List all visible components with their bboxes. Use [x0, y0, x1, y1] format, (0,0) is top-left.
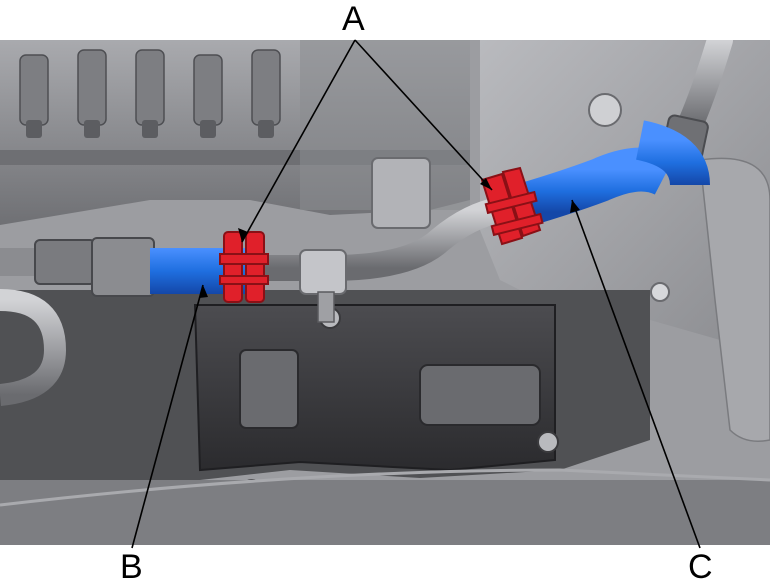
- callout-a: A: [342, 0, 365, 38]
- hose-c-bend: [635, 120, 710, 187]
- leader-b: [131, 284, 204, 549]
- callout-b: B: [120, 548, 143, 586]
- electrical-connector: [371, 157, 431, 229]
- floor-panel: [0, 480, 770, 545]
- arrowhead-c: [570, 200, 580, 213]
- left-bent-pipe: [0, 289, 67, 406]
- bracket-cutout-right: [419, 364, 541, 426]
- leader-c: [571, 199, 701, 549]
- injector-tips: [26, 120, 274, 138]
- arrowhead-b: [199, 285, 208, 298]
- engine-bay-scene: [0, 40, 770, 545]
- bracket-bolt-right: [537, 431, 559, 453]
- leader-lines: [131, 39, 701, 549]
- injector-row: [19, 49, 281, 126]
- upper-pipe: [677, 40, 733, 138]
- metal-coolant-tube: [258, 197, 503, 281]
- bracket-cutout-left: [239, 349, 299, 429]
- push-clip: [588, 93, 622, 127]
- right-housing-rib: [699, 157, 770, 442]
- tube-mount-stud: [317, 291, 335, 323]
- hose-clamp-c: [480, 166, 544, 246]
- callout-c: C: [688, 548, 713, 586]
- hose-clamp-b: [219, 231, 269, 303]
- leader-arrowheads: [199, 178, 580, 298]
- leader-a-left: [241, 39, 356, 243]
- floor-edge: [0, 468, 770, 507]
- arrowhead-a-left: [238, 228, 248, 242]
- housing-bolt: [650, 282, 670, 302]
- leader-a-right: [354, 39, 493, 191]
- arrowhead-a-right: [480, 178, 492, 190]
- tube-mount: [299, 249, 347, 295]
